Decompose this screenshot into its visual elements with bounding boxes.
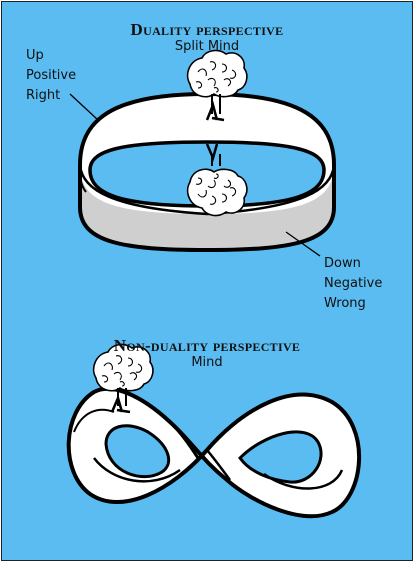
label-right: Right <box>26 88 61 103</box>
up-leader-line <box>69 93 99 121</box>
label-wrong: Wrong <box>324 296 366 311</box>
mobius-band <box>66 386 362 519</box>
label-positive: Positive <box>26 68 77 83</box>
nonduality-subtitle: Mind <box>191 355 223 370</box>
duality-title: Duality perspective <box>130 20 284 39</box>
label-negative: Negative <box>324 276 383 291</box>
nonduality-title: Non-duality perspective <box>113 336 301 355</box>
up-label-group: Up Positive Right <box>26 46 76 106</box>
down-label-group: Down Negative Wrong <box>324 254 382 314</box>
tree-figure-mind <box>92 343 154 414</box>
band-outer-face <box>80 94 334 214</box>
label-up: Up <box>26 48 44 63</box>
duality-subtitle: Split Mind <box>174 39 240 54</box>
tree-figure-up <box>186 49 248 122</box>
down-leader-line <box>285 231 321 257</box>
label-down: Down <box>324 256 361 271</box>
tree-figure-down <box>186 143 248 217</box>
